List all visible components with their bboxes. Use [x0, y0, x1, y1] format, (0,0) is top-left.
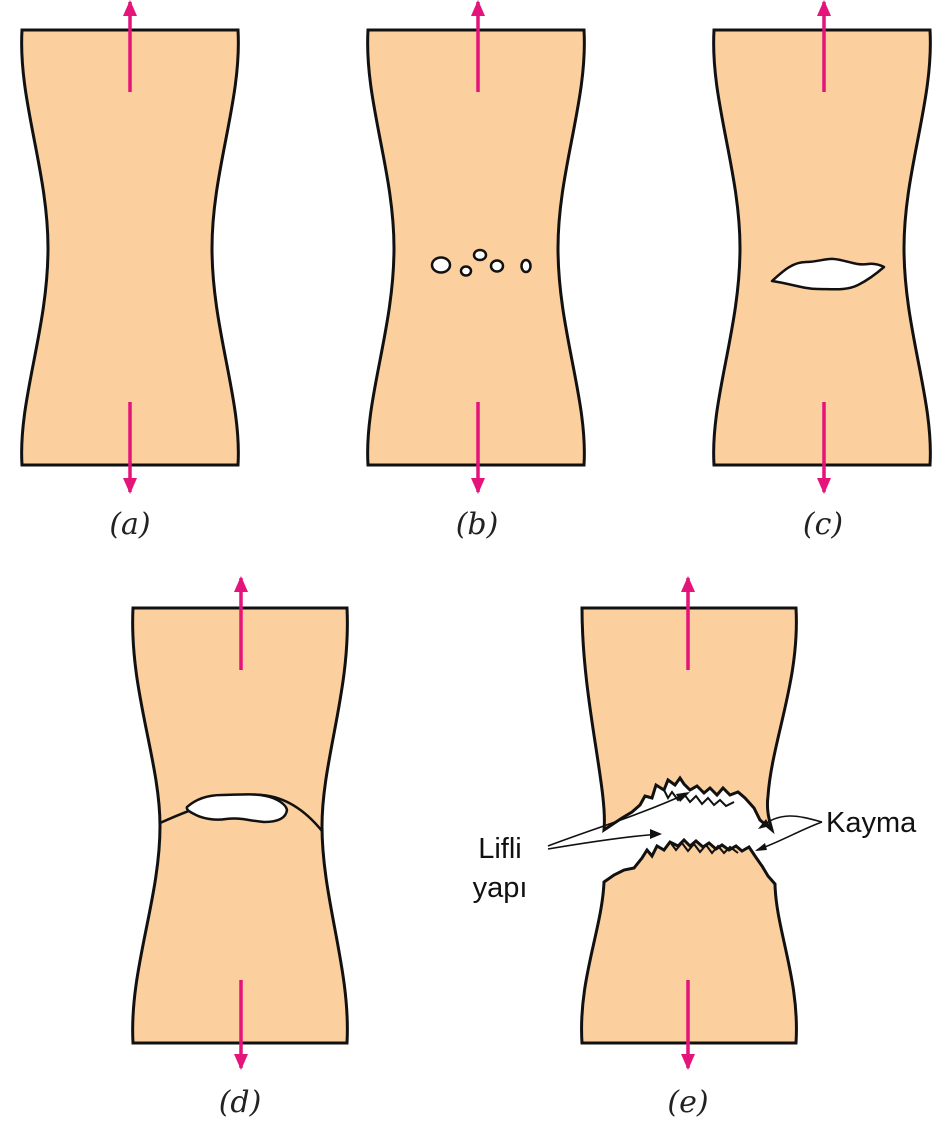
microvoid-4 — [491, 261, 503, 272]
microvoid-1 — [432, 258, 450, 273]
microvoid-2 — [461, 267, 471, 276]
panel-label-a: (a) — [109, 507, 150, 542]
panel-e: Lifli yapı Kayma (e) — [473, 576, 918, 1120]
annotation-fibrous-line1: Lifli — [478, 833, 522, 865]
panel-d: (d) — [133, 576, 348, 1120]
annotation-fibrous-line2: yapı — [473, 872, 528, 904]
specimen-a — [22, 30, 239, 465]
panel-c: (c) — [714, 0, 931, 542]
specimen-c — [714, 30, 931, 465]
panel-label-e: (e) — [667, 1085, 708, 1120]
microvoid-3 — [474, 250, 486, 260]
panel-b: (b) — [368, 0, 585, 542]
fibrous-texture-upper — [664, 790, 734, 806]
annotation-shear: Kayma — [826, 807, 917, 839]
microvoid-5 — [522, 260, 531, 272]
shear-pointers — [755, 816, 822, 851]
specimen-d — [133, 608, 348, 1043]
panel-label-c: (c) — [803, 507, 843, 542]
panel-label-d: (d) — [219, 1085, 262, 1120]
panel-label-b: (b) — [456, 507, 499, 542]
crack-void-d — [187, 794, 287, 822]
specimen-b — [368, 30, 585, 465]
panel-a: (a) — [22, 0, 239, 542]
